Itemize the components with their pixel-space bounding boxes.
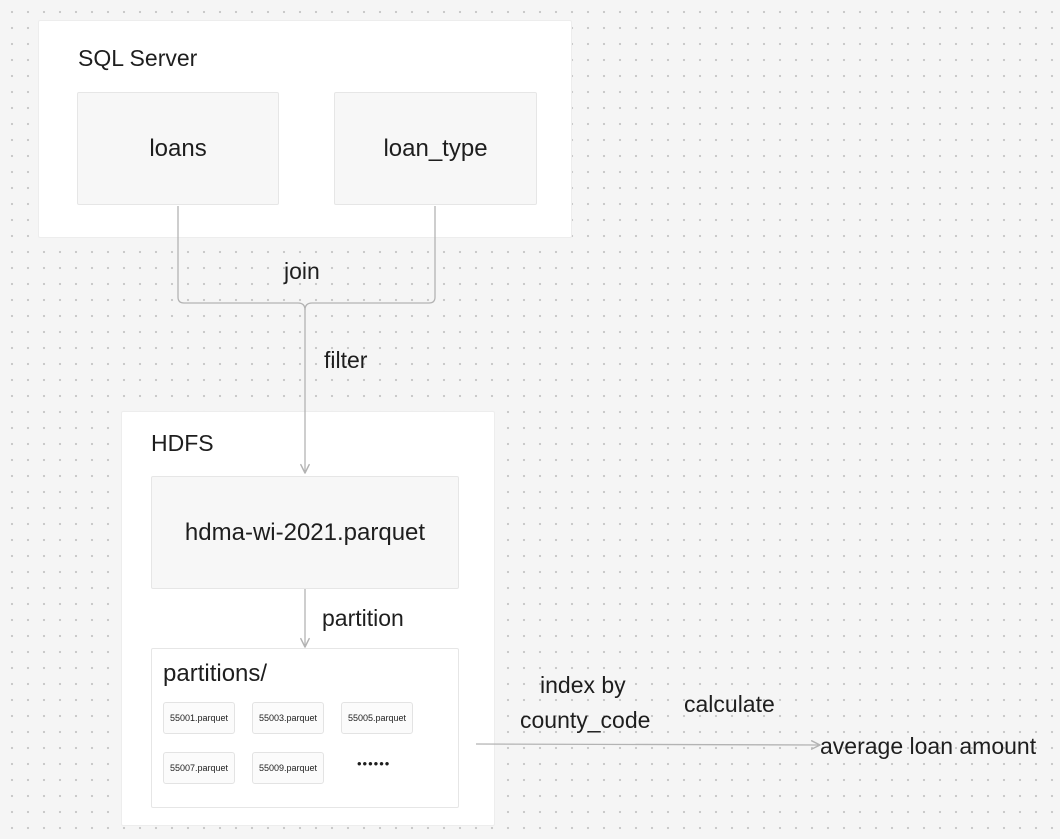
partition-label: partition bbox=[322, 605, 404, 631]
hdma-parquet-box[interactable]: hdma-wi-2021.parquet bbox=[151, 476, 459, 589]
hdfs-title: HDFS bbox=[151, 430, 214, 456]
partition-file-55009[interactable]: 55009.parquet bbox=[252, 752, 324, 784]
loan-type-table-label: loan_type bbox=[383, 134, 488, 162]
loan-type-table-box[interactable]: loan_type bbox=[334, 92, 537, 205]
index-by-label-line2: county_code bbox=[520, 707, 651, 733]
hdma-parquet-label: hdma-wi-2021.parquet bbox=[184, 518, 426, 546]
loans-table-box[interactable]: loans bbox=[77, 92, 279, 205]
partitions-title: partitions/ bbox=[163, 660, 268, 687]
index-by-label-line1: index by bbox=[540, 672, 626, 698]
calculate-arrow bbox=[475, 740, 821, 750]
partition-file-55003[interactable]: 55003.parquet bbox=[252, 702, 324, 734]
loans-table-label: loans bbox=[149, 134, 207, 162]
partition-file-55005[interactable]: 55005.parquet bbox=[341, 702, 413, 734]
partition-file-55007[interactable]: 55007.parquet bbox=[163, 752, 235, 784]
partition-file-55001[interactable]: 55001.parquet bbox=[163, 702, 235, 734]
join-label: join bbox=[284, 258, 320, 284]
average-loan-amount-label: average loan amount bbox=[820, 733, 1037, 759]
filter-label: filter bbox=[324, 347, 368, 373]
calculate-label: calculate bbox=[684, 691, 775, 717]
partition-ellipsis: •••••• bbox=[357, 756, 391, 771]
sql-server-title: SQL Server bbox=[78, 45, 198, 71]
